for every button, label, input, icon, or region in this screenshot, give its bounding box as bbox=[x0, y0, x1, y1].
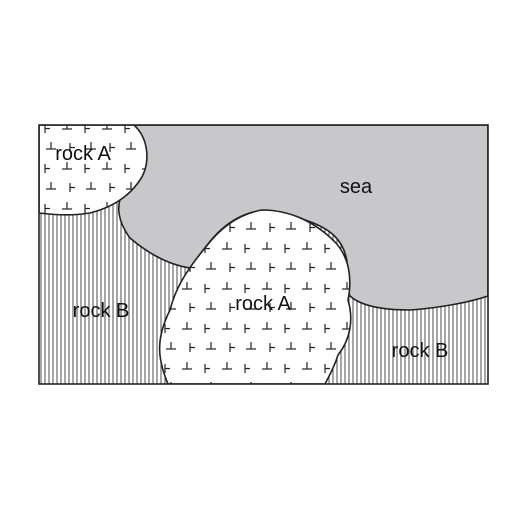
rock-b-right-label: rock B bbox=[392, 340, 449, 362]
map-frame bbox=[38, 124, 489, 385]
rock-b-left-label: rock B bbox=[73, 300, 130, 322]
rock-a-top-label: rock A bbox=[55, 143, 111, 165]
sea-label: sea bbox=[340, 176, 373, 198]
rock-a-top-area bbox=[39, 125, 148, 216]
rock-a-center-label: rock A bbox=[235, 293, 291, 315]
rock-a-center-area bbox=[158, 209, 352, 384]
